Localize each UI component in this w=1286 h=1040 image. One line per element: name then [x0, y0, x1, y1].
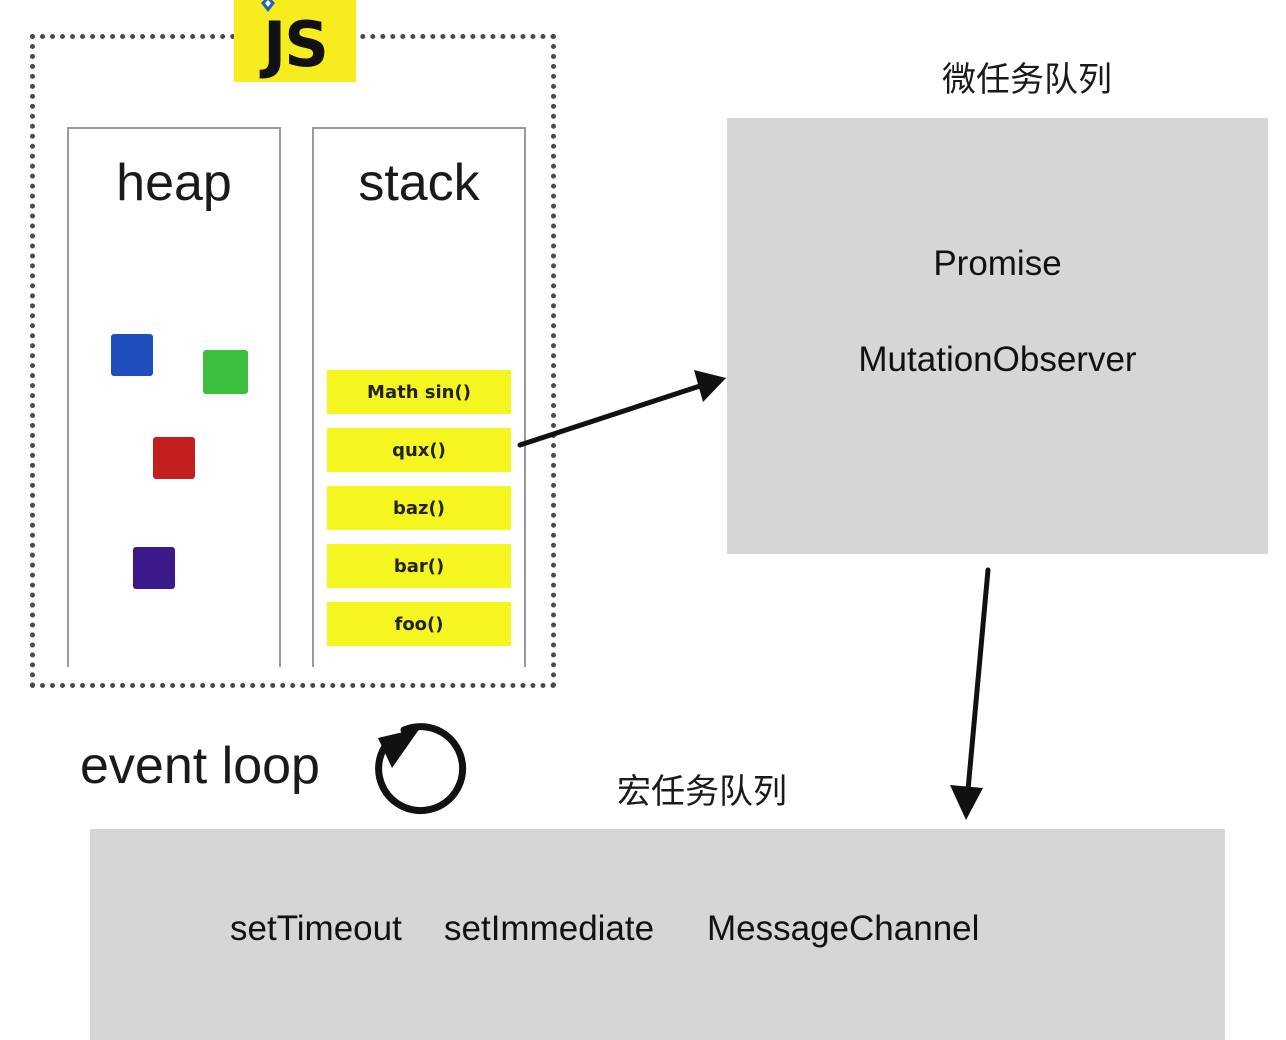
macrotask-queue-title: 宏任务队列: [617, 772, 787, 812]
js-logo-text: JS: [263, 8, 329, 81]
macrotask-item: setTimeout: [230, 909, 402, 948]
heap-title: heap: [116, 154, 232, 212]
heap-object-green: [203, 350, 248, 394]
microtask-queue-box: Promise MutationObserver: [727, 118, 1268, 554]
heap-object-blue: [111, 334, 153, 376]
stack-frame: qux(): [327, 428, 511, 472]
js-logo: JS: [234, 0, 356, 82]
microtask-item: MutationObserver: [858, 340, 1137, 379]
microtask-item: Promise: [933, 244, 1062, 283]
heap-object-purple: [133, 547, 175, 589]
event-loop-label: event loop: [80, 737, 320, 795]
macrotask-item: MessageChannel: [707, 909, 980, 948]
macrotask-item: setImmediate: [444, 909, 655, 948]
stack-frame: foo(): [327, 602, 511, 646]
macrotask-queue-box: setTimeout setImmediate MessageChannel: [90, 829, 1225, 1040]
event-loop-cycle-icon: [375, 723, 467, 815]
js-logo-pin-icon: [261, 0, 275, 12]
stack-frame: baz(): [327, 486, 511, 530]
stack-title: stack: [358, 154, 480, 212]
stack-frame: bar(): [327, 544, 511, 588]
stack-frame: Math sin(): [327, 370, 511, 414]
heap-object-red: [153, 437, 195, 479]
microtask-queue-title: 微任务队列: [942, 60, 1112, 100]
microtask-to-macrotask-arrow: [950, 567, 991, 820]
